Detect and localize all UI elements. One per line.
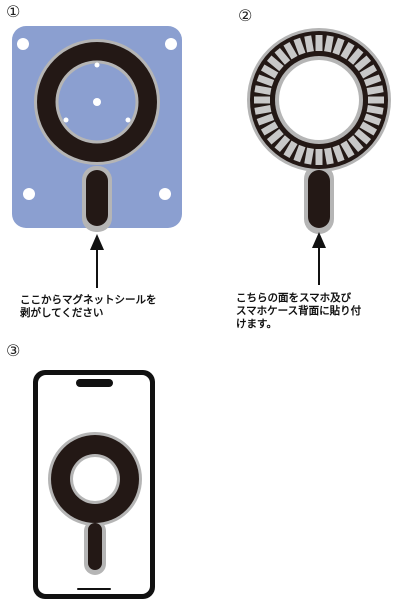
magnet-segment: [283, 140, 298, 159]
magnet-segment: [359, 121, 378, 136]
magnet-segment: [274, 135, 291, 153]
ring-outline: [34, 39, 160, 165]
tab-outline: [304, 164, 334, 234]
phone-screen: [38, 375, 150, 594]
sheet-hole: [23, 188, 35, 200]
magnet-segment: [304, 35, 314, 53]
tab-outline: [84, 520, 106, 575]
magnet-segment: [293, 144, 306, 163]
step-1-number: ①: [6, 2, 21, 21]
magnet-segment: [266, 128, 284, 145]
magnet-segment: [363, 74, 382, 87]
magnet-segment: [256, 74, 275, 87]
magnet-segment: [266, 55, 284, 72]
step-3-number: ③: [6, 341, 21, 360]
step-2-caption: こちらの面をスマホ及び スマホケース背面に貼り付 けます。: [236, 292, 362, 331]
magnet-segments: [254, 35, 384, 165]
sheet-hole: [159, 188, 171, 200]
magnet-segment: [254, 105, 272, 115]
magnet-segment: [254, 85, 272, 95]
magnet-segment: [368, 96, 384, 104]
magnet-segment: [256, 113, 275, 126]
magnet-segment: [366, 85, 384, 95]
phone-frame: [33, 370, 155, 599]
sheet-hole: [165, 38, 177, 50]
magnet-segment: [260, 121, 279, 136]
magnet-segment: [359, 64, 378, 79]
inner-dot: [94, 62, 100, 68]
home-indicator: [77, 588, 111, 590]
magnet-segment: [283, 41, 298, 60]
magnet-segment: [340, 41, 355, 60]
magnet-segment: [363, 113, 382, 126]
magnet-segment: [274, 47, 291, 65]
inner-dot: [125, 117, 131, 123]
magnet-segment: [304, 147, 314, 165]
magnet-tab: [88, 523, 102, 570]
ring-center-outline: [275, 56, 363, 144]
magnet-ring: [250, 31, 388, 169]
arrow-head: [90, 234, 104, 250]
ring-outline: [247, 28, 391, 172]
tab-outline: [82, 166, 112, 232]
backing-sheet: [12, 26, 182, 228]
magnet-segment: [293, 37, 306, 56]
magnet-segment: [354, 128, 372, 145]
magnet-segment: [366, 105, 384, 115]
magnet-segment: [324, 35, 334, 53]
magnet-segment: [332, 37, 345, 56]
inner-dot: [63, 117, 69, 123]
magnet-segment: [354, 55, 372, 72]
magnet-segment: [347, 135, 364, 153]
magnet-segment: [340, 140, 355, 159]
magnet-segment: [315, 35, 323, 51]
arrow-head: [312, 232, 326, 248]
ring-center: [57, 62, 137, 142]
step-2-number: ②: [238, 6, 253, 25]
ring-center: [279, 60, 359, 140]
dynamic-island: [76, 379, 113, 387]
ring-center: [73, 457, 117, 501]
step-1-caption: ここからマグネットシールを 剥がしてください: [20, 294, 157, 320]
magnet-segment: [332, 144, 345, 163]
magnet-segment: [324, 147, 334, 165]
magnet-ring: [37, 42, 157, 162]
sheet-hole: [17, 38, 29, 50]
ring-outline: [48, 432, 142, 526]
magnet-segment: [254, 96, 270, 104]
magnet-tab: [86, 170, 108, 226]
magnet-ring: [51, 435, 139, 523]
magnet-segment: [260, 64, 279, 79]
ring-center-outline: [70, 454, 120, 504]
magnet-segment: [347, 47, 364, 65]
magnet-tab: [308, 170, 330, 228]
center-dot: [93, 98, 101, 106]
ring-inner-outline: [55, 60, 139, 144]
magnet-segment: [315, 149, 323, 165]
